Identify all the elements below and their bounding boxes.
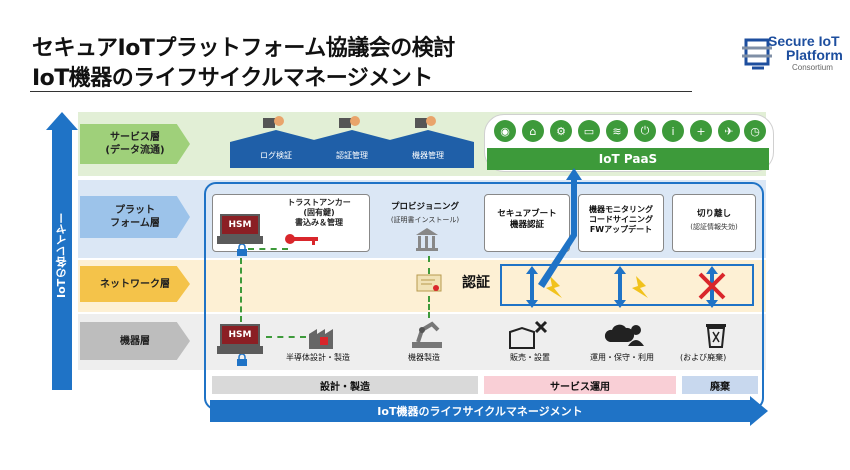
provisioning-connector-bottom	[428, 296, 430, 318]
layer-label-service-text: サービス層 (データ流通)	[105, 132, 165, 156]
page-title-line-2: IoT機器のライフサイクルマネージメント	[32, 66, 433, 91]
provisioning-panel: プロビジョニング (証明書インストール)	[378, 194, 472, 252]
layer-label-device: 機器層	[80, 322, 190, 360]
building-icon	[416, 228, 438, 251]
layer-axis-arrow	[52, 128, 72, 390]
certificate-icon	[416, 274, 442, 292]
logo-text-line-1: Secure IoT	[768, 33, 840, 49]
robot-arm-icon	[412, 321, 442, 348]
home-icon: ⌂	[522, 120, 544, 142]
wifi-icon: ≋	[606, 120, 628, 142]
power-icon: ⏻	[634, 120, 656, 142]
layer-label-platform-text: プラット フォーム層	[110, 205, 160, 229]
lifecycle-arrow: IoT機器のライフサイクルマネージメント	[210, 400, 750, 422]
provisioning-subtitle: (証明書インストール)	[390, 216, 460, 224]
disconnect-panel: 切り離し (認証情報失効)	[672, 194, 756, 252]
hsm-device-chip: HSM	[220, 324, 260, 346]
key-icon	[285, 234, 318, 245]
service-house-auth-label: 認証管理	[336, 151, 368, 160]
medicine-icon: +	[690, 120, 712, 142]
service-house-device-label: 機器管理	[412, 151, 444, 160]
consortium-logo: Secure IoT Platform Consortium	[742, 32, 843, 76]
device-label-manufacturing: 機器製造	[408, 353, 440, 362]
layer-axis-label: IoTの各レイヤー	[55, 212, 68, 298]
watch-icon: ◷	[744, 120, 766, 142]
disconnect-subtitle: (認証情報失効)	[690, 223, 738, 231]
lock-icon	[237, 244, 247, 256]
house-roof	[382, 130, 474, 142]
page-title-line-1: セキュアIoTプラットフォーム協議会の検討	[32, 36, 455, 61]
tractor-icon: ⚙	[550, 120, 572, 142]
title-divider	[30, 91, 692, 92]
house-roof	[306, 130, 398, 142]
device-label-operation: 運用・保守・利用	[590, 353, 654, 362]
layer-label-service: サービス層 (データ流通)	[80, 124, 190, 164]
trash-icon	[706, 324, 726, 348]
paas-connection-arrow	[538, 168, 582, 288]
hsm-key-connector	[248, 248, 288, 250]
network-auth-arrows	[526, 266, 726, 308]
monitoring-title: 機器モニタリング コードサイニング FWアップデート	[589, 205, 653, 234]
lock-icon	[237, 354, 247, 366]
logo-text-line-2: Platform	[786, 47, 843, 63]
iot-paas-label: IoT PaaS	[487, 148, 769, 170]
install-tools-icon	[509, 320, 548, 349]
device-label-semiconductor: 半導体設計・製造	[286, 353, 350, 362]
device-label-disposal: (および廃棄)	[680, 353, 727, 362]
layer-label-network-text: ネットワーク層	[100, 278, 170, 290]
secure-boot-title: セキュアブート 機器認証	[497, 209, 557, 230]
authentication-label: 認証	[462, 275, 490, 291]
hsm-factory-connector	[266, 336, 306, 338]
device-label-sales: 販売・設置	[510, 353, 550, 362]
car-icon: ▭	[578, 120, 600, 142]
layer-label-network: ネットワーク層	[80, 266, 190, 302]
secure-boot-panel: セキュアブート 機器認証	[484, 194, 570, 252]
layer-label-device-text: 機器層	[120, 335, 150, 347]
disconnect-title: 切り離し	[696, 209, 731, 219]
phase-design-manufacturing: 設計・製造	[212, 376, 478, 394]
phase-disposal: 廃棄	[682, 376, 758, 394]
provisioning-title: プロビジョニング	[390, 202, 459, 212]
logo-text-line-3: Consortium	[792, 63, 833, 72]
layer-label-platform: プラット フォーム層	[80, 196, 190, 238]
house-roof	[230, 130, 322, 142]
info-icon: i	[662, 120, 684, 142]
logo-mark-icon	[742, 38, 772, 70]
phase-service-operation: サービス運用	[484, 376, 676, 394]
service-house-device	[382, 142, 474, 168]
drone-icon: ✈	[718, 120, 740, 142]
hsm-device-base	[217, 346, 263, 354]
service-house-log-label: ログ検証	[260, 151, 292, 160]
hsm-platform-chip: HSM	[220, 214, 260, 236]
cloud-support-icon	[604, 324, 644, 346]
eye-icon: ◉	[494, 120, 516, 142]
hsm-platform-base	[217, 236, 263, 244]
factory-icon	[309, 329, 333, 349]
monitoring-panel: 機器モニタリング コードサイニング FWアップデート	[578, 194, 664, 252]
provisioning-connector-top	[428, 256, 430, 274]
layer-axis-arrowhead	[46, 112, 78, 130]
lifecycle-arrowhead	[750, 396, 768, 426]
hsm-connector-line	[240, 258, 242, 322]
trust-anchor-text: トラストアンカー (固有鍵) 書込み＆管理	[287, 198, 351, 227]
